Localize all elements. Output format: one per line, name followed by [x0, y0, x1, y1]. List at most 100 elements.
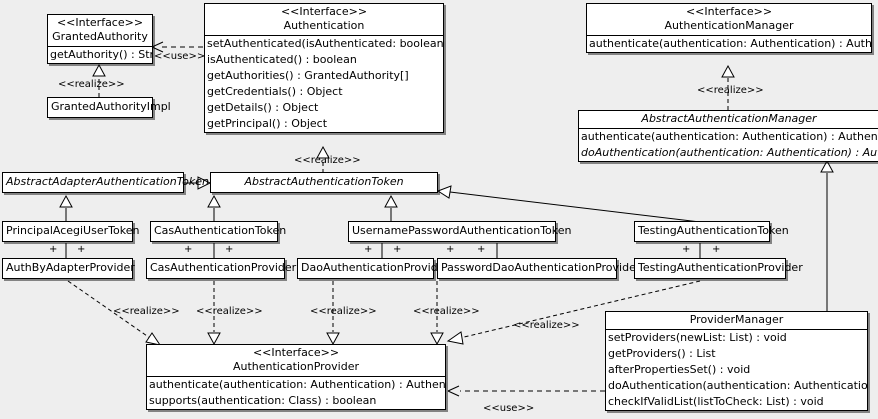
multiplicity-principal-right: + [77, 244, 86, 255]
class-header: DaoAuthenticationProvider [298, 259, 449, 278]
operations-compartment: setAuthenticated(isAuthenticated: boolea… [205, 36, 443, 132]
class-abstract-authentication-manager[interactable]: AbstractAuthenticationManager authentica… [578, 110, 878, 162]
operation-row: getCredentials() : Object [207, 85, 343, 98]
class-name: AbstractAuthenticationManager [641, 112, 817, 125]
class-name: GrantedAuthority [52, 30, 148, 43]
class-header: PasswordDaoAuthenticationProvider [438, 259, 641, 278]
class-header: UsernamePasswordAuthenticationToken [349, 222, 572, 241]
class-header: GrantedAuthorityImpl [48, 98, 171, 117]
edge-label-realize-grantedauthorityimpl: <<realize>> [58, 79, 125, 90]
operation-row: getDetails() : Object [207, 101, 319, 114]
connector-generalize-cas-authentication-token [207, 194, 221, 221]
edge-label-use-provider-manager: <<use>> [483, 403, 535, 414]
compartment-divider [205, 35, 443, 36]
edge-label-realize-cas-provider: <<realize>> [196, 306, 263, 317]
class-testing-authentication-token[interactable]: TestingAuthenticationToken [634, 221, 789, 242]
connector-generalize-principal-acegi-user-token [59, 194, 73, 221]
class-password-dao-authentication-provider[interactable]: PasswordDaoAuthenticationProvider [437, 258, 641, 279]
class-auth-by-adapter-provider[interactable]: AuthByAdapterProvider [2, 258, 135, 279]
class-header: AuthByAdapterProvider [3, 259, 135, 278]
class-header: PrincipalAcegiUserToken [3, 222, 140, 241]
class-name: ProviderManager [689, 313, 784, 326]
class-name: AbstractAdapterAuthenticationToken [6, 175, 209, 188]
class-name: CasAuthenticationToken [154, 224, 287, 237]
stereotype-label: <<Interface>> [280, 5, 368, 18]
operation-row: getPrincipal() : Object [207, 117, 328, 130]
connector-use-providermanager-authenticationprovider [447, 385, 605, 397]
operations-compartment: authenticate(authentication: Authenticat… [587, 36, 871, 52]
operation-row: authenticate(authentication: Authenticat… [581, 130, 878, 143]
class-abstract-adapter-authentication-token[interactable]: AbstractAdapterAuthenticationToken [2, 172, 209, 193]
operation-row: supports(authentication: Class) : boolea… [149, 394, 377, 407]
class-header: <<Interface>> Authentication [205, 4, 443, 35]
class-name: AuthenticationProvider [232, 360, 360, 373]
class-name: GrantedAuthorityImpl [51, 100, 171, 113]
class-name: PrincipalAcegiUserToken [6, 224, 140, 237]
class-name: UsernamePasswordAuthenticationToken [352, 224, 572, 237]
class-name: CasAuthenticationProvider [150, 261, 297, 274]
edge-label-realize-abstract-authentication-manager: <<realize>> [697, 85, 764, 96]
class-name: AuthenticationManager [664, 19, 794, 32]
class-dao-authentication-provider[interactable]: DaoAuthenticationProvider [297, 258, 449, 279]
class-header: AbstractAuthenticationManager [579, 111, 878, 128]
class-header: AbstractAdapterAuthenticationToken [3, 173, 209, 192]
class-granted-authority-impl[interactable]: GrantedAuthorityImpl [47, 97, 171, 118]
operation-row: getAuthority() : String [50, 48, 152, 61]
multiplicity-upat-passworddao-left: + [446, 244, 455, 255]
multiplicity-upat-dao-left: + [364, 244, 373, 255]
multiplicity-cas-left: + [184, 244, 193, 255]
operation-row: setAuthenticated(isAuthenticated: boolea… [207, 37, 443, 50]
class-granted-authority[interactable]: <<Interface>> GrantedAuthority getAuthor… [47, 14, 153, 64]
class-cas-authentication-provider[interactable]: CasAuthenticationProvider [146, 258, 297, 279]
compartment-divider [579, 128, 878, 129]
class-abstract-authentication-token[interactable]: AbstractAuthenticationToken [210, 172, 438, 193]
class-authentication-provider[interactable]: <<Interface>> AuthenticationProvider aut… [146, 344, 446, 410]
class-principal-acegi-user-token[interactable]: PrincipalAcegiUserToken [2, 221, 140, 242]
class-header: CasAuthenticationProvider [147, 259, 297, 278]
operations-compartment: setProviders(newList: List) : void getPr… [606, 330, 867, 410]
class-header: CasAuthenticationToken [151, 222, 287, 241]
stereotype-label: <<Interface>> [685, 5, 773, 18]
operation-row: setProviders(newList: List) : void [608, 331, 787, 344]
class-header: ProviderManager [606, 312, 867, 329]
stereotype-label: <<Interface>> [252, 346, 340, 359]
connector-generalize-testing-authentication-token [436, 185, 701, 223]
operations-compartment: getAuthority() : String [48, 47, 152, 63]
class-authentication[interactable]: <<Interface>> Authentication setAuthenti… [204, 3, 444, 133]
compartment-divider [48, 46, 152, 47]
class-username-password-authentication-token[interactable]: UsernamePasswordAuthenticationToken [348, 221, 572, 242]
operation-row: authenticate(authentication: Authenticat… [149, 378, 445, 391]
operations-compartment: authenticate(authentication: Authenticat… [147, 377, 445, 409]
class-testing-authentication-provider[interactable]: TestingAuthenticationProvider [634, 258, 803, 279]
multiplicity-testing-right: + [712, 244, 721, 255]
multiplicity-principal-left: + [49, 244, 58, 255]
edge-label-realize-password-dao-provider: <<realize>> [413, 306, 480, 317]
operation-row: doAuthentication(authentication: Authent… [608, 379, 867, 392]
operation-row: doAuthentication(authentication: Authent… [581, 146, 878, 159]
edge-label-realize-auth-by-adapter: <<realize>> [113, 306, 180, 317]
class-authentication-manager[interactable]: <<Interface>> AuthenticationManager auth… [586, 3, 872, 53]
operation-row: afterPropertiesSet() : void [608, 363, 751, 376]
class-name: Authentication [283, 19, 365, 32]
multiplicity-upat-dao-right: + [393, 244, 402, 255]
edge-label-use-authentication-grantedauthority: <<use>> [154, 51, 206, 62]
class-header: <<Interface>> GrantedAuthority [48, 15, 152, 46]
class-header: TestingAuthenticationProvider [635, 259, 803, 278]
class-cas-authentication-token[interactable]: CasAuthenticationToken [150, 221, 287, 242]
class-provider-manager[interactable]: ProviderManager setProviders(newList: Li… [605, 311, 868, 411]
operation-row: isAuthenticated() : boolean [207, 53, 357, 66]
multiplicity-testing-left: + [682, 244, 691, 255]
operation-row: checkIfValidList(listToCheck: List) : vo… [608, 395, 824, 408]
class-name: DaoAuthenticationProvider [301, 261, 449, 274]
multiplicity-cas-right: + [225, 244, 234, 255]
compartment-divider [147, 376, 445, 377]
operation-row: getProviders() : List [608, 347, 716, 360]
class-name: PasswordDaoAuthenticationProvider [441, 261, 641, 274]
class-header: TestingAuthenticationToken [635, 222, 789, 241]
operations-compartment: authenticate(authentication: Authenticat… [579, 129, 878, 161]
class-header: <<Interface>> AuthenticationManager [587, 4, 871, 35]
class-name: TestingAuthenticationProvider [638, 261, 803, 274]
class-name: AuthByAdapterProvider [6, 261, 135, 274]
compartment-divider [587, 35, 871, 36]
